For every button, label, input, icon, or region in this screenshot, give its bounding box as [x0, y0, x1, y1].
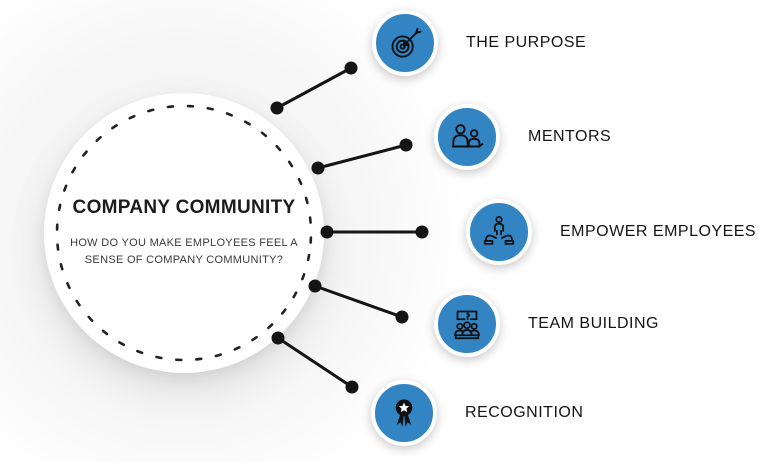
node-label: THE PURPOSE: [466, 34, 587, 51]
dashed-ring: [55, 104, 313, 362]
node-label: RECOGNITION: [465, 404, 584, 421]
node-label: EMPOWER EMPLOYEES: [560, 223, 757, 240]
diagram-title: COMPANY COMMUNITY: [72, 197, 296, 218]
node-empower-employees: EMPOWER EMPLOYEES: [466, 199, 756, 265]
node-team-building: TEAM BUILDING: [434, 291, 659, 357]
connector-line-team: [314, 284, 403, 319]
central-circle: COMPANY COMMUNITY HOW DO YOU MAKE EMPLOY…: [44, 93, 324, 373]
node-the-purpose: THE PURPOSE: [372, 10, 586, 76]
connector-line-purpose: [276, 66, 352, 110]
node-label: MENTORS: [528, 128, 612, 145]
team-building-icon: [434, 291, 500, 357]
node-label: TEAM BUILDING: [528, 315, 659, 332]
connector-line-mentors: [317, 143, 407, 170]
empower-icon: [466, 199, 532, 265]
diagram-subtitle: HOW DO YOU MAKE EMPLOYEES FEEL A SENSE O…: [70, 237, 298, 266]
connector-line-recognition: [277, 336, 353, 389]
node-recognition: RECOGNITION: [371, 380, 583, 446]
award-ribbon-icon: [371, 380, 437, 446]
mentors-icon: [434, 104, 500, 170]
node-mentors: MENTORS: [434, 104, 611, 170]
target-icon: [372, 10, 438, 76]
